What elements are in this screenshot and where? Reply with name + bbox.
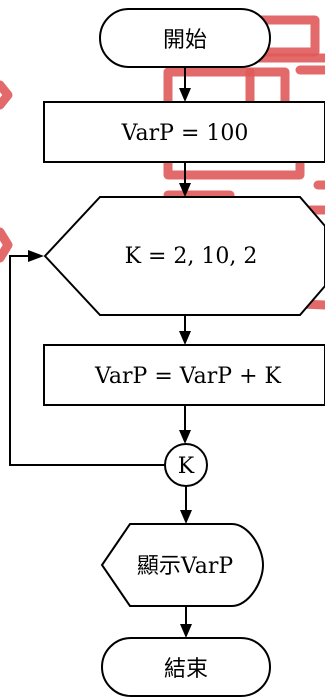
accumulate-process: VarP = VarP + K [43, 344, 325, 406]
loop-back-line [9, 255, 165, 466]
accumulate-process-label: VarP = VarP + K [94, 364, 281, 389]
accumulate-process-shape [43, 344, 325, 406]
arrowhead-init-to-loop [179, 183, 191, 197]
arrowhead-start-to-init [179, 88, 191, 102]
arrowhead-display-to-end [180, 624, 192, 638]
end-terminal: 結束 [101, 637, 271, 697]
start-terminal: 開始 [99, 8, 271, 68]
init-process: VarP = 100 [43, 101, 325, 163]
end-terminal-label: 結束 [164, 657, 208, 682]
arrowhead-loop-to-accumulate [179, 331, 191, 345]
start-terminal-label: 開始 [163, 28, 207, 53]
loop-connector: K [164, 443, 208, 487]
display-output: 顯示VarP [100, 523, 265, 607]
display-output-shape [100, 523, 265, 607]
loop-connector-label: K [178, 454, 195, 479]
arrowhead-accumulate-to-connector [179, 430, 191, 444]
init-process-label: VarP = 100 [121, 121, 249, 146]
arrowhead-connector-to-display [180, 510, 192, 524]
display-output-label: 顯示VarP [137, 554, 234, 579]
loop-hexagon-shape [43, 196, 325, 316]
loop-hexagon-label: K = 2, 10, 2 [125, 244, 258, 269]
arrowhead-loop-back [28, 250, 44, 262]
end-terminal-shape [101, 637, 271, 697]
loop-hexagon: K = 2, 10, 2 [43, 196, 325, 316]
